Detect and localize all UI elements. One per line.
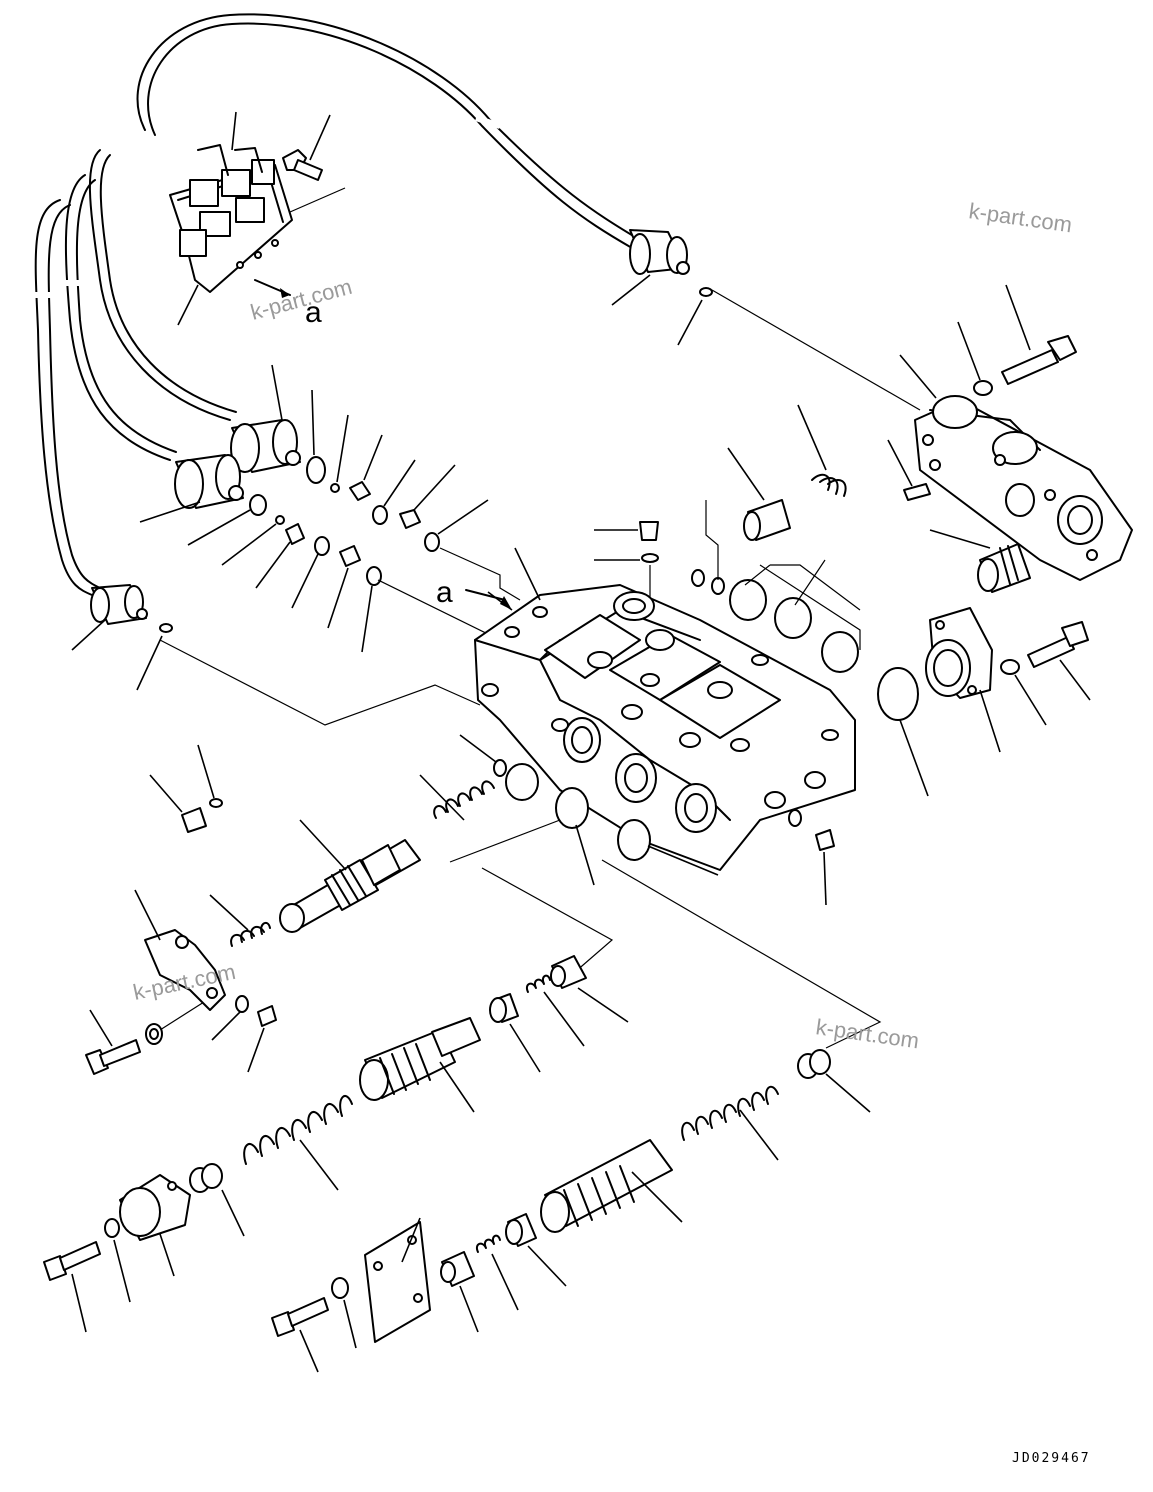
reference-marker-a-top: a: [305, 296, 322, 329]
watermark-4: k-part.com: [814, 1014, 920, 1053]
watermark-2: k-part.com: [248, 274, 355, 325]
plug-lower-right: [788, 809, 835, 906]
connector-bracket-assembly: [169, 111, 346, 326]
solenoid-top-right: [611, 229, 713, 346]
drawing-code: JD029467: [1012, 1451, 1091, 1466]
cover-plate-right: [887, 284, 1133, 581]
reference-marker-a-housing: a: [436, 576, 453, 609]
spool-assembly-lower-right: [271, 1049, 871, 1373]
spool-assembly-lower-left: [43, 955, 629, 1333]
end-cap-right: [925, 607, 1091, 753]
spool-plugs-right: [691, 404, 1031, 797]
wiring-harness: [32, 13, 641, 596]
small-fittings: [221, 414, 659, 653]
solenoid-bottom-left: [71, 584, 173, 691]
valve-housing: [474, 547, 856, 871]
solenoid-middle-upper: [230, 364, 326, 484]
spool-assembly-left: [85, 734, 719, 1075]
watermark-1: k-part.com: [967, 198, 1073, 237]
solenoid-middle-lower: [139, 454, 267, 546]
